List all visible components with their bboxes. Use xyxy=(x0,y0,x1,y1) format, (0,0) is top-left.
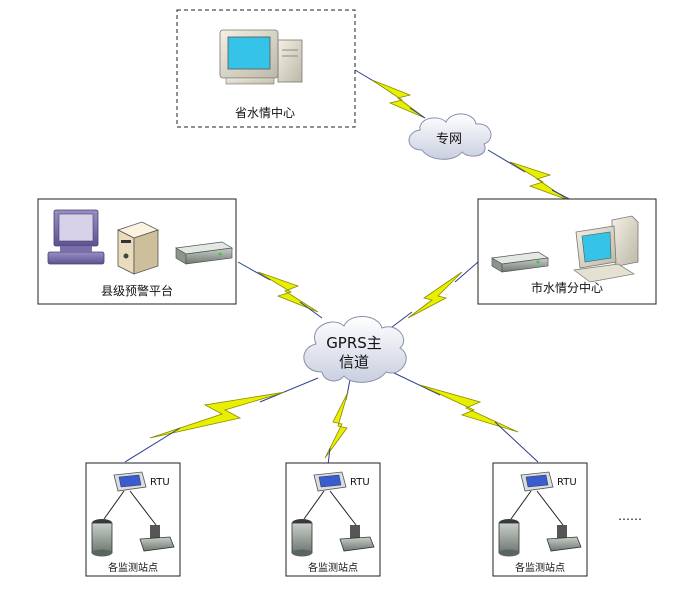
link-province-to-private-network xyxy=(354,69,426,119)
water-level-sensor-icon xyxy=(139,525,175,552)
city-center-node: 市水情分中心 xyxy=(477,198,657,305)
rtu-label: RTU xyxy=(557,477,577,488)
water-level-sensor-icon xyxy=(339,525,375,552)
station-node: RTU 各监测站点 xyxy=(492,462,588,577)
modem-device-icon xyxy=(174,241,234,265)
rain-gauge-icon xyxy=(91,519,113,557)
more-stations-ellipsis: …… xyxy=(618,509,642,523)
province-center-label: 省水情中心 xyxy=(235,105,295,120)
province-center-node: 省水情中心 xyxy=(176,9,356,128)
rain-gauge-icon xyxy=(498,519,520,557)
link-gprs-to-station-1 xyxy=(124,377,319,463)
cloud-icon xyxy=(303,316,407,383)
station-node: RTU 各监测站点 xyxy=(285,462,381,577)
rain-gauge-icon xyxy=(291,519,313,557)
rtu-device-icon xyxy=(313,471,347,492)
gprs-channel-label-line2: 信道 xyxy=(339,353,369,371)
rtu-device-icon xyxy=(520,471,554,492)
rtu-label: RTU xyxy=(350,477,370,488)
station-label: 各监测站点 xyxy=(515,561,565,574)
rtu-label: RTU xyxy=(150,477,170,488)
private-network-label: 专网 xyxy=(436,132,462,147)
modem-device-icon xyxy=(490,251,550,273)
desktop-computer-icon xyxy=(219,29,303,85)
gprs-channel-label-line1: GPRS主 xyxy=(326,334,382,352)
workstation-icon xyxy=(47,209,105,265)
link-city-to-gprs xyxy=(387,261,479,331)
county-platform-node: 县级预警平台 xyxy=(37,198,237,305)
link-gprs-to-station-3 xyxy=(391,371,539,463)
gprs-channel-cloud: GPRS主 信道 xyxy=(303,316,407,383)
station-label: 各监测站点 xyxy=(108,561,158,574)
cloud-icon xyxy=(408,113,492,160)
desktop-computer-icon xyxy=(573,215,639,283)
station-label: 各监测站点 xyxy=(308,561,358,574)
link-private-network-to-city xyxy=(487,149,576,203)
server-icon xyxy=(116,221,160,275)
private-network-cloud: 专网 xyxy=(408,113,492,160)
link-gprs-to-station-2 xyxy=(324,379,351,466)
rtu-device-icon xyxy=(113,471,147,492)
station-node: RTU 各监测站点 xyxy=(85,462,181,577)
link-county-to-gprs xyxy=(237,261,323,319)
county-platform-label: 县级预警平台 xyxy=(101,283,173,298)
water-level-sensor-icon xyxy=(546,525,582,552)
city-center-label: 市水情分中心 xyxy=(531,280,603,295)
